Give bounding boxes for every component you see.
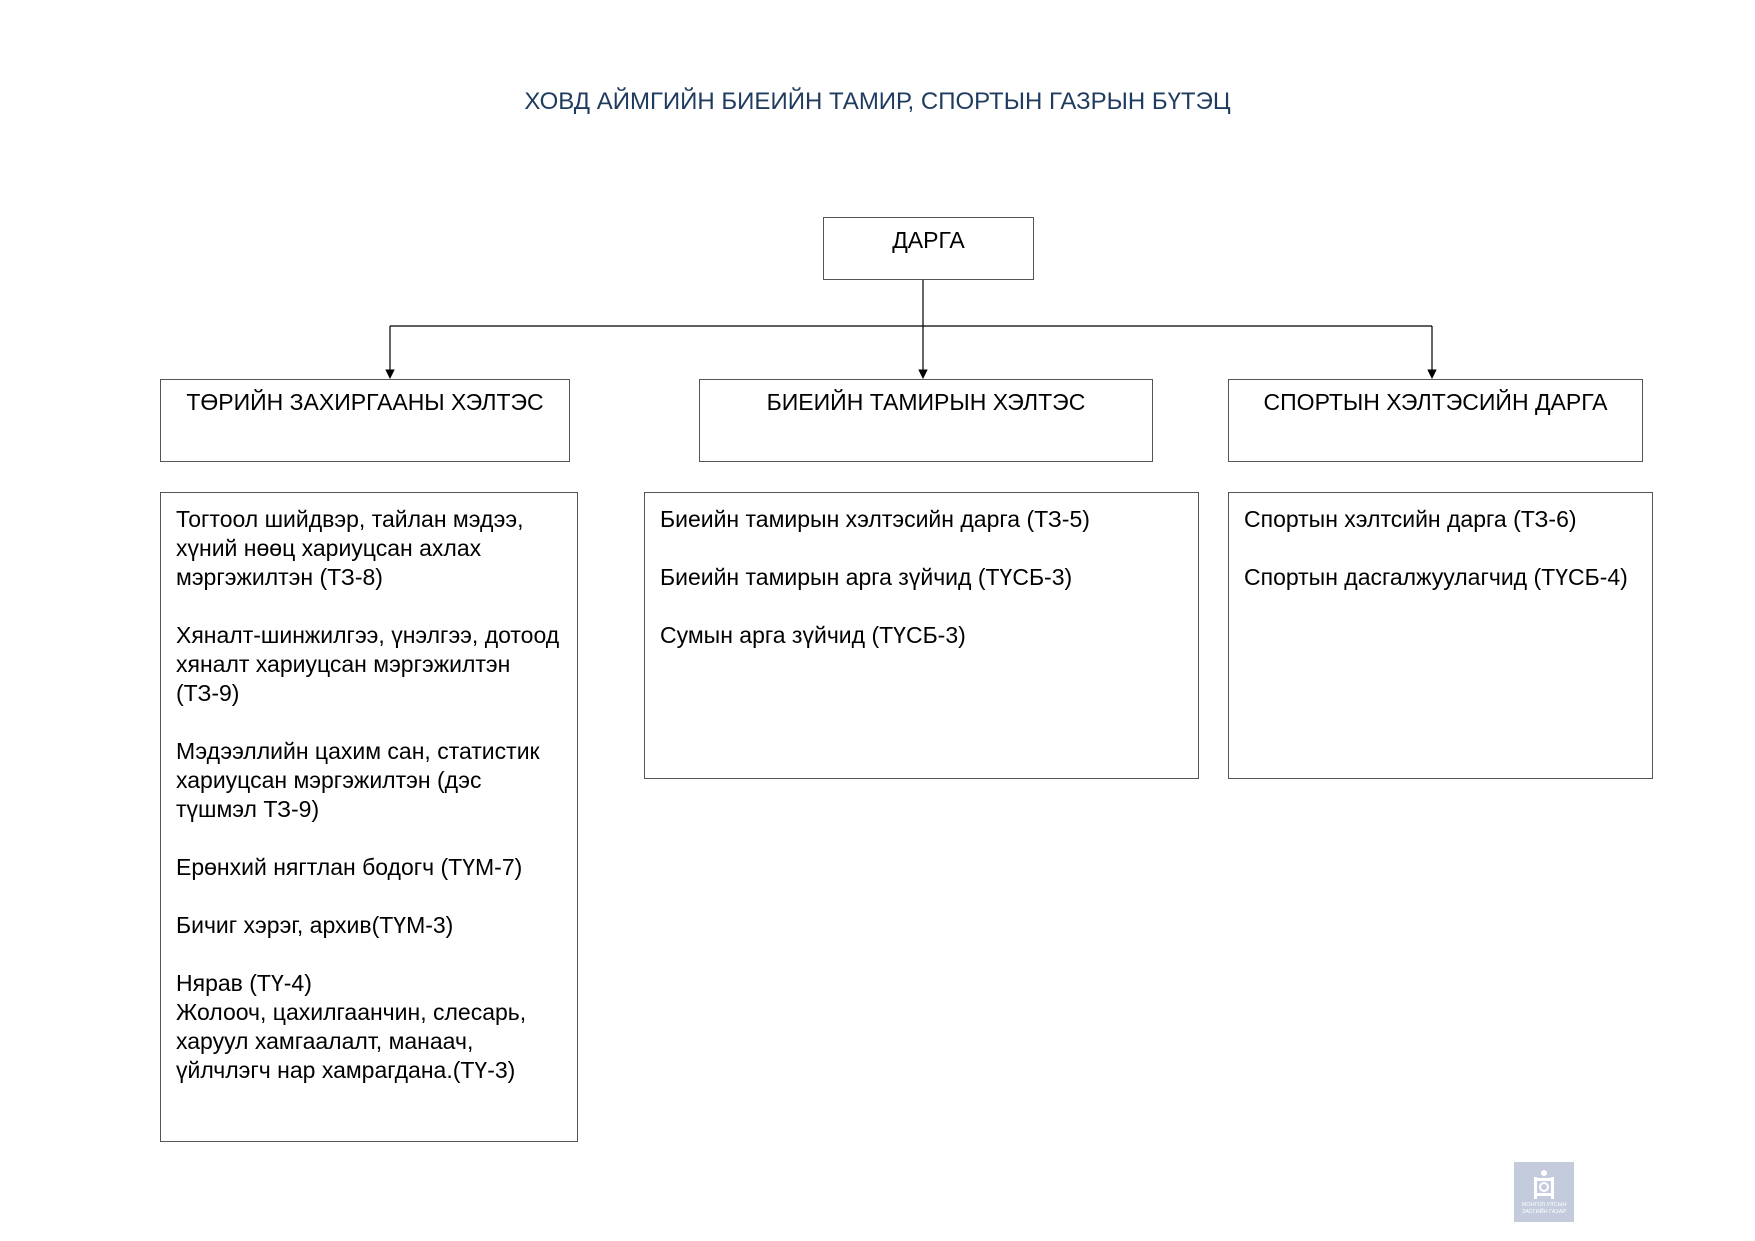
staff-item: Жолооч, цахилгаанчин, слесарь, харуул ха… [176, 999, 527, 1083]
staff-item: Нярав (ТҮ-4) [176, 970, 312, 996]
staff-item: Тогтоол шийдвэр, тайлан мэдээ, хүний нөө… [176, 506, 524, 590]
staff-list-admin: Тогтоол шийдвэр, тайлан мэдээ, хүний нөө… [160, 492, 578, 1142]
department-label-sports: СПОРТЫН ХЭЛТЭСИЙН ДАРГА [1263, 389, 1608, 415]
staff-item: Биеийн тамирын хэлтэсийн дарга (ТЗ-5) [660, 506, 1090, 532]
chart-title: ХОВД АЙМГИЙН БИЕИЙН ТАМИР, СПОРТЫН ГАЗРЫ… [524, 88, 1231, 115]
staff-item: Спортын хэлтсийн дарга (ТЗ-6) [1244, 506, 1577, 532]
staff-item: Сумын арга зүйчид (ТҮСБ-3) [660, 622, 966, 648]
staff-list-physical-education: Биеийн тамирын хэлтэсийн дарга (ТЗ-5) Би… [644, 492, 1199, 779]
staff-item: Биеийн тамирын арга зүйчид (ТҮСБ-3) [660, 564, 1073, 590]
department-box-sports: СПОРТЫН ХЭЛТЭСИЙН ДАРГА [1228, 379, 1643, 462]
staff-item: Спортын дасгалжуулагчид (ТҮСБ-4) [1244, 564, 1628, 590]
department-label-physical-education: БИЕИЙН ТАМИРЫН ХЭЛТЭС [766, 389, 1086, 415]
department-box-admin: ТӨРИЙН ЗАХИРГААНЫ ХЭЛТЭС [160, 379, 570, 462]
staff-item: Хяналт-шинжилгээ, үнэлгээ, дотоод хяналт… [176, 622, 560, 706]
department-label-admin: ТӨРИЙН ЗАХИРГААНЫ ХЭЛТЭС [186, 389, 544, 415]
root-box: ДАРГА [823, 217, 1034, 280]
root-label: ДАРГА [892, 227, 965, 253]
staff-item: Мэдээллийн цахим сан, статистик хариуцса… [176, 738, 540, 822]
department-box-physical-education: БИЕИЙН ТАМИРЫН ХЭЛТЭС [699, 379, 1153, 462]
logo-text: МОНГОЛ УЛСЫН ЗАСГИЙН ГАЗАР [1521, 1202, 1567, 1215]
soyombo-icon [1534, 1170, 1554, 1199]
staff-item: Ерөнхий нягтлан бодогч (ТҮМ-7) [176, 854, 523, 880]
staff-item: Бичиг хэрэг, архив(ТҮМ-3) [176, 912, 454, 938]
staff-list-sports: Спортын хэлтсийн дарга (ТЗ-6) Спортын да… [1228, 492, 1653, 779]
government-logo: МОНГОЛ УЛСЫН ЗАСГИЙН ГАЗАР [1514, 1162, 1574, 1222]
